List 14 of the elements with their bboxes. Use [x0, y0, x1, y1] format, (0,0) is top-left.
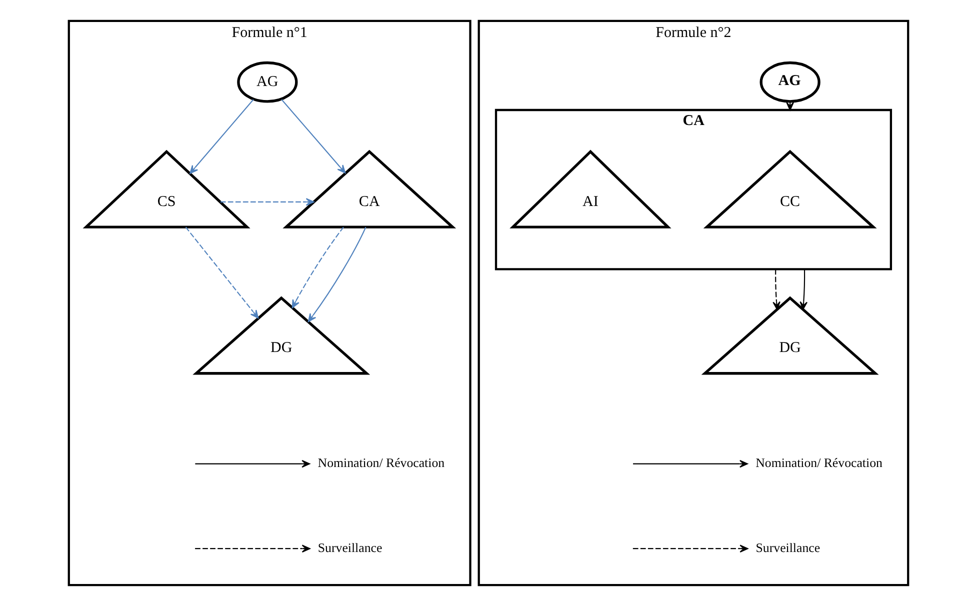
arrow — [220, 198, 314, 206]
arrow — [292, 226, 344, 308]
legend-label: Surveillance — [318, 540, 382, 555]
node-ellipse: AG — [237, 61, 298, 103]
legend-label: Surveillance — [756, 540, 820, 555]
arrow — [308, 226, 366, 322]
arrow — [190, 99, 254, 174]
arrow — [772, 269, 780, 310]
legend-label: Nomination/ Révocation — [318, 456, 445, 470]
arrow — [800, 269, 808, 310]
arrow — [281, 99, 346, 174]
legend-label: Nomination/ Révocation — [756, 456, 882, 470]
arrow — [786, 102, 794, 111]
arrow — [185, 226, 259, 319]
